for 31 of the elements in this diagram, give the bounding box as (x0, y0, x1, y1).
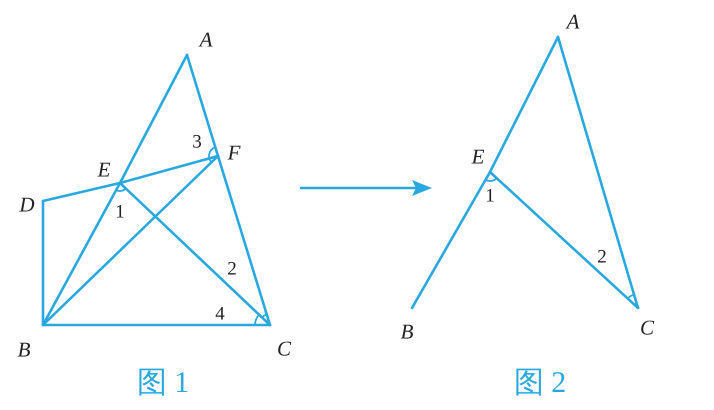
line-segment (216, 154, 272, 326)
point-label: B (18, 340, 30, 360)
point-label: E (472, 146, 484, 168)
line-segment (410, 170, 492, 310)
line-segment (488, 170, 640, 310)
angle-number: 1 (115, 202, 125, 222)
line-segment (42, 182, 122, 202)
line-segment (488, 36, 560, 174)
line-segment (42, 200, 44, 326)
point-label: D (19, 194, 35, 216)
point-label: B (400, 322, 414, 342)
angle-number: 2 (597, 248, 607, 266)
angle-number: 2 (227, 260, 237, 278)
point-label: A (200, 30, 212, 50)
line-segment (118, 154, 220, 184)
line-segment (186, 54, 220, 158)
line-segment (118, 182, 272, 326)
line-segment (556, 36, 640, 310)
point-label: C (640, 318, 654, 338)
point-label: C (277, 338, 291, 360)
line-segment (42, 154, 220, 326)
angle-number: 4 (215, 304, 225, 324)
angle-number: 3 (192, 132, 202, 152)
angle-number: 1 (485, 186, 495, 206)
figure-caption: 图 2 (514, 368, 566, 398)
line-segment (118, 54, 188, 184)
figure-caption: 图 1 (136, 368, 190, 398)
point-label: E (98, 160, 110, 180)
point-label: F (228, 142, 240, 164)
line-segment (42, 324, 272, 326)
point-label: A (566, 12, 580, 32)
